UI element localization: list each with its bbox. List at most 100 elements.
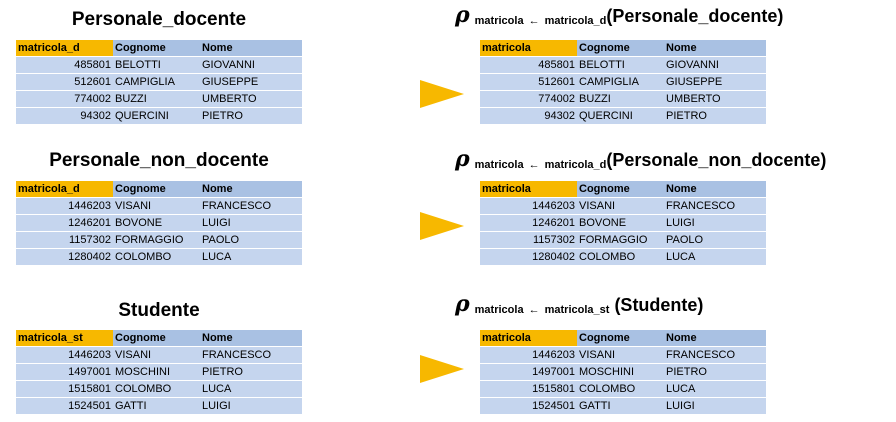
table-row: 1515801 COLOMBO LUCA [16,380,302,398]
table-row: 1157302 FORMAGGIO PAOLO [480,231,766,249]
cell: 1446203 [480,346,577,364]
header-cell: Nome [664,330,766,347]
table-row: 1446203 VISANI FRANCESCO [480,197,766,215]
cell: 94302 [16,107,113,125]
rho-symbol: ρ [455,291,470,317]
cell: 1157302 [480,231,577,249]
header-cell: Nome [200,40,302,57]
cell: 1524501 [480,397,577,415]
cell: COLOMBO [113,248,200,266]
cell: QUERCINI [113,107,200,125]
table-header-row: matricola Cognome Nome [480,40,766,57]
left-title-personale-non-docente: Personale_non_docente [49,150,269,171]
cell: BELOTTI [113,56,200,74]
cell: GATTI [577,397,664,415]
table-row: 94302 QUERCINI PIETRO [16,107,302,125]
cell: GIUSEPPE [664,73,766,91]
cell: GATTI [113,397,200,415]
table-header-row: matricola Cognome Nome [480,330,766,347]
cell: CAMPIGLIA [577,73,664,91]
cell: 1524501 [16,397,113,415]
rename-old-attribute: matricola_d [544,15,607,27]
table-header-row: matricola_st Cognome Nome [16,330,302,347]
rename-relation: (Personale_docente) [606,6,784,26]
cell: LUCA [200,248,302,266]
table-personale-docente: matricola_d Cognome Nome 485801 BELOTTI … [16,40,302,125]
table-row: 1524501 GATTI LUIGI [480,397,766,415]
cell: FRANCESCO [664,346,766,364]
cell: 485801 [16,56,113,74]
cell: PIETRO [664,107,766,125]
rename-arrow: ← [528,159,540,171]
table-row: 1515801 COLOMBO LUCA [480,380,766,398]
rename-old-attribute: matricola_st [544,304,610,316]
cell: LUIGI [664,397,766,415]
header-cell: Nome [200,330,302,347]
header-cell: Nome [200,181,302,198]
cell: 1515801 [16,380,113,398]
cell: CAMPIGLIA [113,73,200,91]
rename-arrow: ← [528,15,540,27]
table-personale-non-docente-renamed: matricola Cognome Nome 1446203 VISANI FR… [480,181,766,266]
cell: GIUSEPPE [200,73,302,91]
left-title-studente: Studente [118,300,200,321]
cell: BOVONE [113,214,200,232]
cell: 1280402 [16,248,113,266]
cell: 1497001 [480,363,577,381]
cell: LUCA [664,380,766,398]
cell: VISANI [577,346,664,364]
header-cell: Cognome [577,181,664,198]
cell: 1446203 [16,346,113,364]
cell: UMBERTO [664,90,766,108]
cell: 774002 [16,90,113,108]
arrow-right-icon [420,80,464,108]
cell: COLOMBO [113,380,200,398]
header-cell: matricola_st [16,330,113,347]
rename-expression-studente: ρ matricola ← matricola_st (Studente) [455,291,703,317]
table-row: 1280402 COLOMBO LUCA [16,248,302,266]
cell: PAOLO [664,231,766,249]
cell: 1280402 [480,248,577,266]
table-row: 485801 BELOTTI GIOVANNI [480,56,766,74]
cell: GIOVANNI [664,56,766,74]
rho-symbol: ρ [455,2,470,28]
header-cell: Nome [664,40,766,57]
rho-symbol: ρ [455,146,470,172]
table-row: 774002 BUZZI UMBERTO [16,90,302,108]
arrow-right-icon [420,355,464,383]
table-row: 1157302 FORMAGGIO PAOLO [16,231,302,249]
rename-arrow: ← [528,304,540,316]
table-header-row: matricola Cognome Nome [480,181,766,198]
table-header-row: matricola_d Cognome Nome [16,40,302,57]
cell: FRANCESCO [664,197,766,215]
cell: BELOTTI [577,56,664,74]
cell: LUCA [664,248,766,266]
header-cell: Cognome [113,40,200,57]
cell: GIOVANNI [200,56,302,74]
cell: FORMAGGIO [113,231,200,249]
table-row: 1246201 BOVONE LUIGI [16,214,302,232]
cell: LUIGI [664,214,766,232]
cell: 1157302 [16,231,113,249]
cell: LUIGI [200,397,302,415]
table-studente: matricola_st Cognome Nome 1446203 VISANI… [16,330,302,415]
table-personale-docente-renamed: matricola Cognome Nome 485801 BELOTTI GI… [480,40,766,125]
rename-new-attribute: matricola [474,304,524,316]
header-cell: matricola [480,181,577,198]
rename-new-attribute: matricola [474,15,524,27]
rename-expression-personale-non-docente: ρ matricola ← matricola_d(Personale_non_… [455,146,826,172]
cell: LUIGI [200,214,302,232]
arrow-right-icon [420,212,464,240]
table-row: 1497001 MOSCHINI PIETRO [16,363,302,381]
table-row: 1446203 VISANI FRANCESCO [480,346,766,364]
table-row: 774002 BUZZI UMBERTO [480,90,766,108]
cell: 774002 [480,90,577,108]
header-cell: matricola_d [16,181,113,198]
cell: PIETRO [200,363,302,381]
cell: 512601 [16,73,113,91]
table-row: 1497001 MOSCHINI PIETRO [480,363,766,381]
cell: QUERCINI [577,107,664,125]
table-row: 485801 BELOTTI GIOVANNI [16,56,302,74]
cell: 1515801 [480,380,577,398]
cell: LUCA [200,380,302,398]
